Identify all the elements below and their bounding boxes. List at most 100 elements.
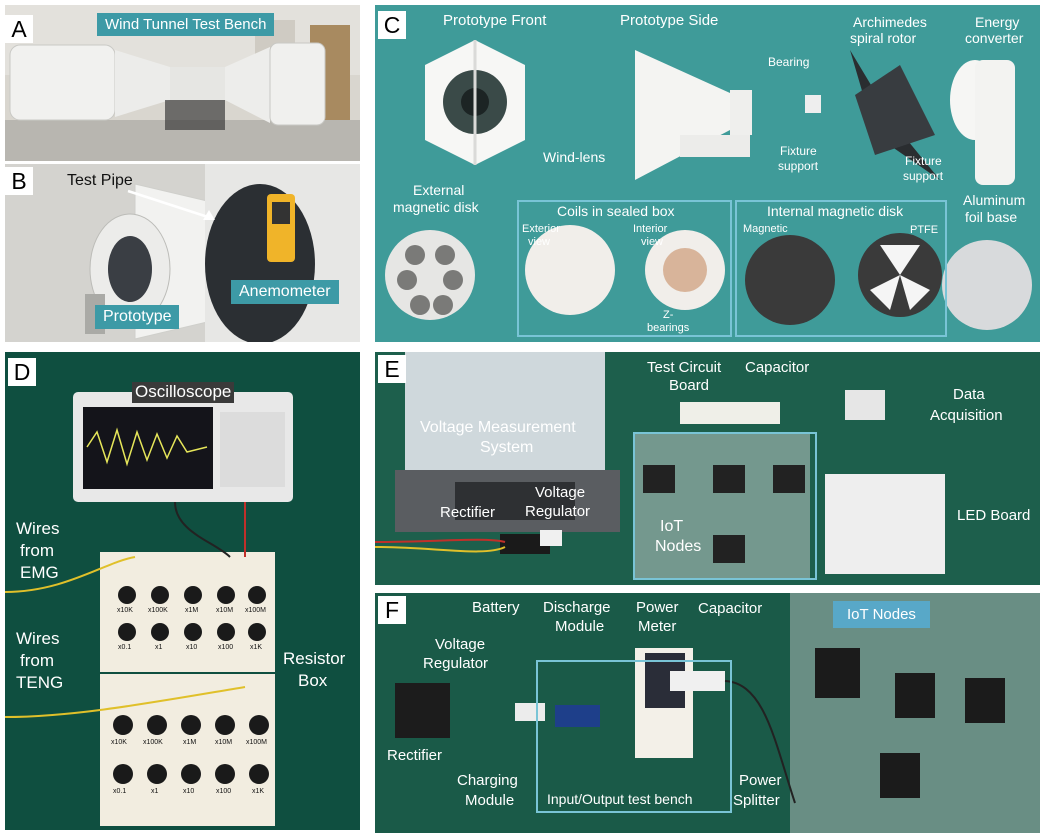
knob-label: x10M bbox=[215, 739, 233, 746]
wind-lens-label: Wind-lens bbox=[543, 149, 606, 165]
aluminum-label-2: foil base bbox=[965, 209, 1018, 225]
knob-label: x10M bbox=[216, 607, 234, 614]
z-bearings-label-1: Z- bbox=[663, 309, 674, 321]
iot-nodes-tag: IoT Nodes bbox=[833, 601, 930, 628]
tcb-label-2: Board bbox=[669, 377, 710, 394]
wind-tunnel-title: Wind Tunnel Test Bench bbox=[97, 13, 275, 36]
knob-label: x0.1 bbox=[113, 788, 127, 795]
vms-label-2: System bbox=[480, 439, 534, 456]
coils-box bbox=[517, 200, 732, 337]
panel-a: A Wind Tunnel Test Bench bbox=[5, 5, 360, 161]
power-splitter-label-2: Splitter bbox=[733, 792, 780, 809]
exterior-label-2: view bbox=[528, 236, 551, 248]
iot-test-setup-photo bbox=[375, 352, 945, 579]
panel-label-d: D bbox=[8, 358, 36, 386]
battery-label: Battery bbox=[472, 599, 520, 616]
knob-label: x100K bbox=[143, 739, 163, 746]
aluminum-label-1: Aluminum bbox=[963, 192, 1026, 208]
knob-label: x10K bbox=[117, 607, 133, 614]
prototype-components-photo bbox=[385, 40, 1032, 330]
power-meter-label-2: Meter bbox=[638, 618, 677, 635]
knob-label: x1 bbox=[155, 644, 163, 651]
charging-label-1: Charging bbox=[457, 772, 518, 789]
energy-label-1: Energy bbox=[975, 14, 1020, 30]
knob-label: x1M bbox=[183, 739, 197, 746]
bearing-label: Bearing bbox=[768, 55, 810, 69]
panel-b: B Test Pipe Prototype Anemometer bbox=[5, 164, 360, 342]
discharge-label-2: Module bbox=[555, 618, 605, 635]
ptfe-label: PTFE bbox=[910, 224, 939, 236]
capacitor-label: Capacitor bbox=[698, 600, 763, 617]
vreg-label-1: Voltage bbox=[535, 484, 586, 501]
vreg-label-2: Regulator bbox=[423, 655, 489, 672]
interior-label-2: view bbox=[641, 236, 664, 248]
prototype-label: Prototype bbox=[95, 305, 180, 329]
rectifier-label: Rectifier bbox=[440, 504, 496, 521]
vreg-label-1: Voltage bbox=[435, 636, 486, 653]
arrow-icon bbox=[127, 189, 215, 220]
knob-label: x100K bbox=[148, 607, 168, 614]
oscilloscope-label: Oscilloscope bbox=[132, 382, 235, 403]
vms-label-1: Voltage Measurement bbox=[420, 419, 576, 436]
daq-label-2: Acquisition bbox=[930, 407, 1003, 424]
panel-label-e: E bbox=[378, 355, 406, 383]
knob-label: x100M bbox=[246, 739, 268, 746]
test-bench-label: Input/Output test bench bbox=[547, 791, 693, 807]
internal-disk-box bbox=[735, 200, 947, 337]
resistor-box-label-1: Resistor bbox=[283, 649, 346, 668]
power-meter-label-1: Power bbox=[636, 599, 679, 616]
energy-label-2: converter bbox=[965, 30, 1024, 46]
wires-teng-label-2: from bbox=[20, 651, 54, 670]
panel-label-a: A bbox=[5, 15, 33, 43]
knob-label: x0.1 bbox=[118, 644, 132, 651]
knob-label: x10K bbox=[111, 739, 127, 746]
power-splitter-label-1: Power bbox=[739, 772, 782, 789]
wires-teng-label-3: TENG bbox=[16, 673, 64, 692]
test-pipe-photo bbox=[5, 164, 360, 342]
vreg-label-2: Regulator bbox=[525, 503, 591, 520]
test-bench-box bbox=[536, 660, 732, 813]
rectifier-label: Rectifier bbox=[387, 747, 443, 764]
internal-disk-label: Internal magnetic disk bbox=[767, 203, 904, 219]
oscilloscope-resistor-photo bbox=[5, 392, 293, 826]
knob-label: x1 bbox=[151, 788, 159, 795]
anemometer-label: Anemometer bbox=[231, 280, 339, 304]
z-bearings-label-2: bearings bbox=[647, 322, 690, 334]
knob-label: x1K bbox=[250, 644, 263, 651]
panel-label-b: B bbox=[5, 167, 33, 195]
power-management-photo bbox=[395, 593, 1040, 833]
discharge-label-1: Discharge bbox=[543, 599, 611, 616]
archimedes-label-1: Archimedes bbox=[853, 14, 927, 30]
led-board-label: LED Board bbox=[957, 507, 1031, 524]
knob-label: x1M bbox=[185, 607, 199, 614]
wind-tunnel-photo bbox=[5, 5, 360, 161]
prototype-side-label: Prototype Side bbox=[620, 12, 719, 29]
fixture2-label-1: Fixture bbox=[905, 154, 942, 168]
charging-label-2: Module bbox=[465, 792, 515, 809]
fixture-label-1: Fixture bbox=[780, 144, 817, 158]
fixture-label-2: support bbox=[778, 159, 819, 173]
ext-disk-label-2: magnetic disk bbox=[393, 199, 479, 215]
knob-label: x100 bbox=[216, 788, 232, 795]
wires-teng-label-1: Wires bbox=[16, 629, 60, 648]
panel-c: C Prototype Front Prototype Side Archime… bbox=[375, 5, 1040, 342]
resistor-box-label-2: Box bbox=[298, 671, 328, 690]
exterior-label-1: Exterior bbox=[522, 223, 560, 235]
archimedes-label-2: spiral rotor bbox=[850, 30, 917, 46]
daq-label-1: Data bbox=[953, 386, 985, 403]
knob-label: x10 bbox=[183, 788, 195, 795]
iot-nodes-box bbox=[633, 432, 817, 580]
coils-label: Coils in sealed box bbox=[557, 203, 675, 219]
prototype-front-label: Prototype Front bbox=[443, 12, 547, 29]
knob-label: x100 bbox=[218, 644, 234, 651]
panel-e: E Voltage Measurement System Test Circui… bbox=[375, 352, 1040, 585]
knob-label: x100M bbox=[245, 607, 267, 614]
interior-label-1: Interior bbox=[633, 223, 668, 235]
test-pipe-label: Test Pipe bbox=[67, 172, 133, 189]
panel-label-f: F bbox=[378, 596, 406, 624]
knob-label: x10 bbox=[186, 644, 198, 651]
tcb-label-1: Test Circuit bbox=[647, 359, 722, 376]
iot-label-1: IoT bbox=[660, 518, 684, 535]
iot-label-2: Nodes bbox=[655, 538, 702, 555]
panel-label-c: C bbox=[378, 11, 406, 39]
